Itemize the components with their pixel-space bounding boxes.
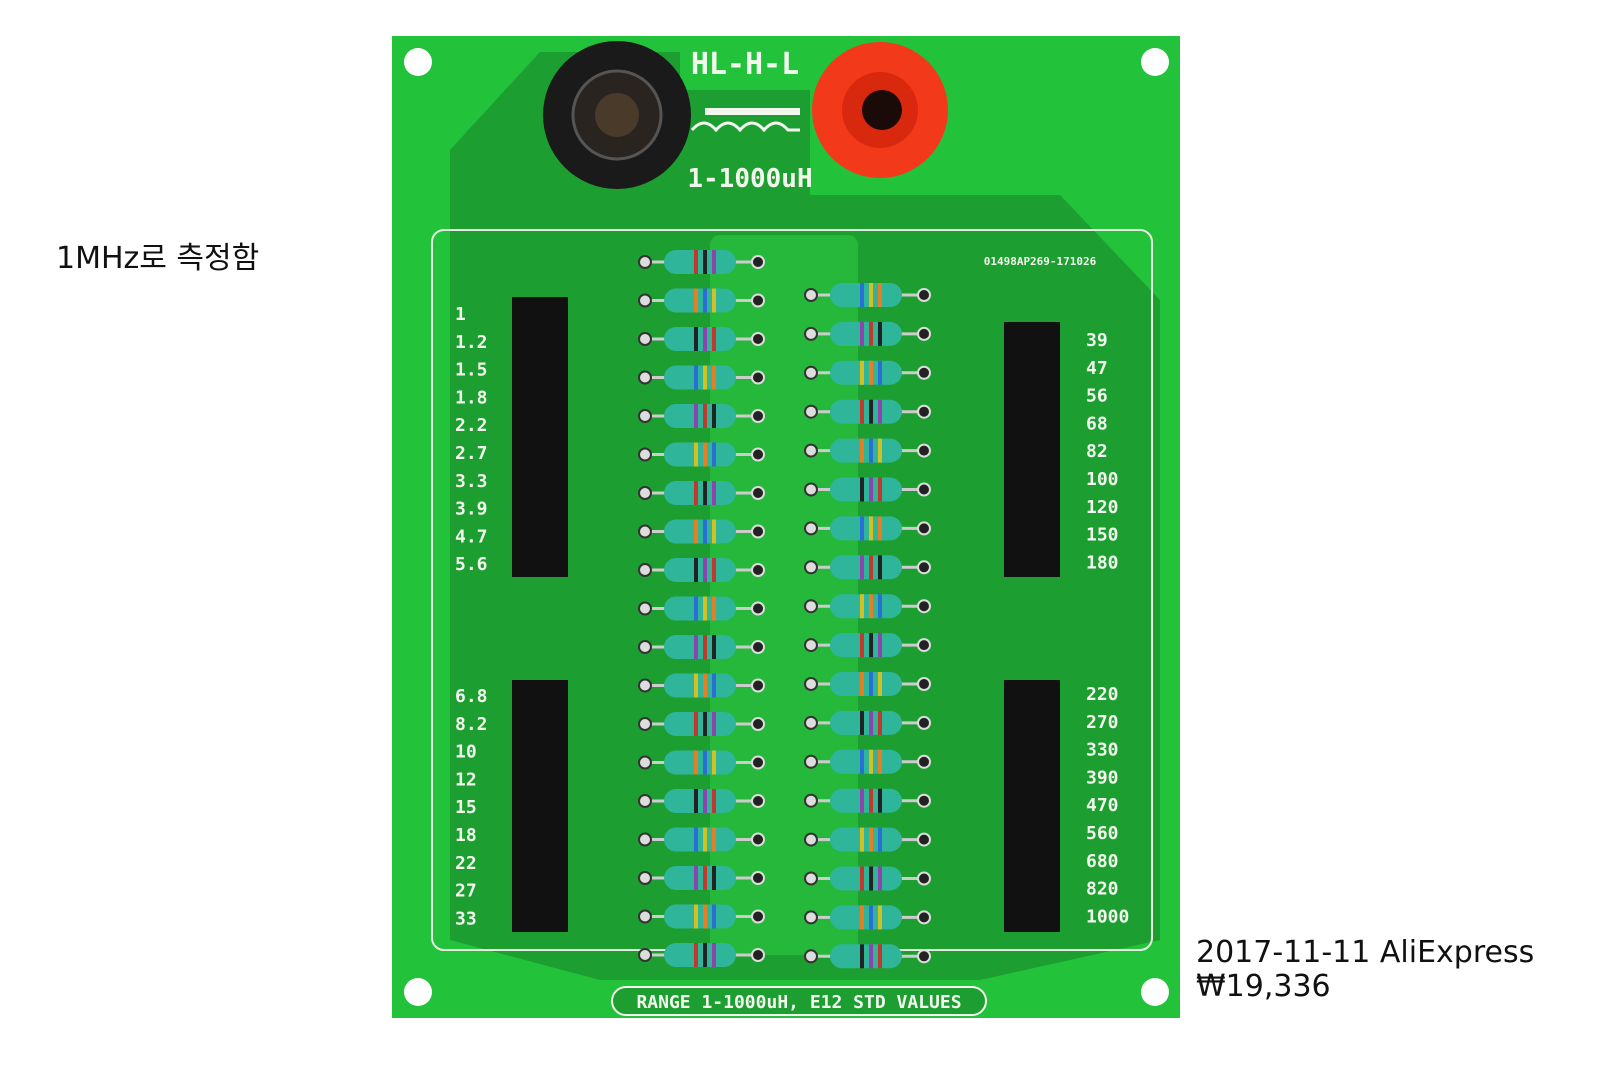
inductor: [638, 519, 765, 544]
model-label: HL-H-L: [691, 47, 799, 82]
inductor: [638, 943, 765, 967]
inductor: [804, 905, 931, 930]
inductor: [804, 555, 931, 580]
value-label: 120: [1086, 497, 1119, 518]
mount-hole: [1141, 978, 1169, 1006]
value-label: 47: [1086, 358, 1108, 379]
value-label: 33: [455, 908, 477, 929]
inductor: [804, 710, 931, 735]
value-label: 560: [1086, 823, 1119, 844]
inductor: [804, 360, 931, 385]
pin-header: [512, 297, 568, 577]
value-label: 10: [455, 742, 477, 763]
inductor: [638, 866, 765, 890]
inductor: [638, 750, 765, 775]
inductor: [804, 516, 931, 541]
inductor: [638, 596, 765, 621]
inductor: [638, 635, 765, 659]
inductor: [804, 477, 931, 502]
inductor: [804, 749, 931, 774]
value-label: 1.5: [455, 360, 488, 381]
mount-hole: [404, 48, 432, 76]
mount-hole: [404, 978, 432, 1006]
inductor: [804, 399, 931, 424]
inductor: [638, 288, 765, 313]
value-label: 150: [1086, 525, 1119, 546]
purchase-date: 2017-11-11 AliExpress: [1196, 935, 1535, 970]
value-label: 470: [1086, 795, 1119, 816]
inductor: [804, 788, 931, 813]
value-label: 390: [1086, 767, 1119, 788]
pin-header: [1004, 322, 1060, 577]
value-label: 12: [455, 769, 477, 790]
value-label: 1: [455, 304, 466, 325]
measurement-note: 1MHz로 측정함: [56, 241, 260, 276]
inductor: [804, 438, 931, 463]
value-label: 6.8: [455, 686, 488, 707]
inductor: [638, 327, 765, 351]
inductor: [638, 365, 765, 390]
value-label: 180: [1086, 552, 1119, 573]
inductor: [804, 672, 931, 696]
value-label: 1000: [1086, 906, 1129, 927]
inductor-symbol: [690, 121, 800, 133]
red-terminal[interactable]: [812, 42, 948, 178]
bottom-banner: RANGE 1-1000uH, E12 STD VALUES: [636, 992, 961, 1013]
inductor: [804, 944, 931, 969]
inductor: [638, 442, 765, 467]
pin-header: [512, 680, 568, 932]
value-label: 8.2: [455, 714, 488, 735]
banner-box: [611, 986, 987, 1016]
value-label: 2.2: [455, 415, 488, 436]
inductor: [804, 594, 931, 619]
range-label: 1-1000uH: [687, 164, 812, 194]
value-label: 5.6: [455, 554, 488, 575]
value-label: 2.7: [455, 443, 488, 464]
inductor: [638, 827, 765, 852]
value-label: 220: [1086, 684, 1119, 705]
value-label: 22: [455, 853, 477, 874]
value-label: 1.2: [455, 332, 488, 353]
inductor: [638, 404, 765, 428]
inductor: [638, 481, 765, 505]
value-label: 4.7: [455, 526, 488, 547]
value-label: 680: [1086, 851, 1119, 872]
value-label: 3.9: [455, 499, 488, 520]
value-label: 330: [1086, 740, 1119, 761]
value-label: 27: [455, 881, 477, 902]
serial-number: 01498AP269-171026: [984, 255, 1097, 268]
inductor: [638, 904, 765, 929]
inductor: [638, 789, 765, 813]
value-label: 3.3: [455, 471, 488, 492]
value-label: 820: [1086, 879, 1119, 900]
mount-hole: [1141, 48, 1169, 76]
inductor: [804, 866, 931, 891]
core-symbol: [705, 108, 800, 115]
inductor: [804, 321, 931, 346]
inductor: [804, 827, 931, 852]
value-label: 1.8: [455, 387, 488, 408]
black-terminal[interactable]: [543, 41, 691, 189]
inductor: [804, 633, 931, 658]
purchase-note: 2017-11-11 AliExpress ₩19,336: [1196, 936, 1534, 1004]
inductor: [638, 712, 765, 736]
price: ₩19,336: [1196, 969, 1331, 1004]
value-label: 82: [1086, 441, 1108, 462]
inductor: [804, 283, 931, 307]
value-label: 39: [1086, 330, 1108, 351]
inductor: [638, 558, 765, 582]
value-label: 68: [1086, 413, 1108, 434]
pin-header: [1004, 680, 1060, 932]
value-label: 270: [1086, 712, 1119, 733]
value-label: 18: [455, 825, 477, 846]
value-label: 56: [1086, 386, 1108, 407]
value-label: 100: [1086, 469, 1119, 490]
inductor: [638, 250, 765, 274]
value-label: 15: [455, 797, 477, 818]
inductor: [638, 673, 765, 698]
